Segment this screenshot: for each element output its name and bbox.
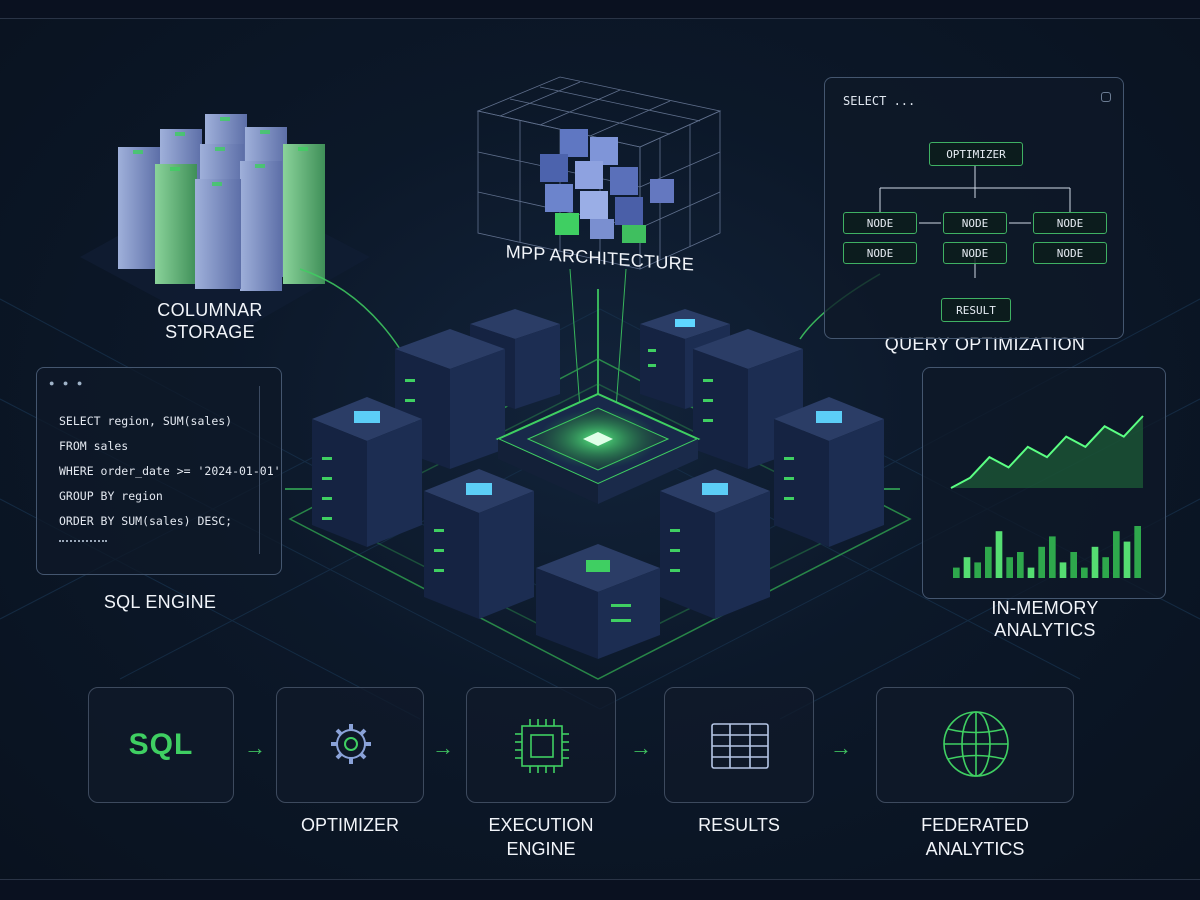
plan-node: NODE (843, 212, 917, 234)
chart-bar (1017, 552, 1024, 578)
server-cluster (312, 309, 884, 659)
pipeline-step-label: RESULTS (698, 815, 780, 835)
chip-icon (515, 719, 569, 773)
chart-bar (1038, 546, 1045, 578)
code-line: GROUP BY region (59, 489, 163, 503)
chart-bar (1102, 557, 1109, 578)
pipeline-federated-box (876, 687, 1074, 803)
plan-node: NODE (1033, 242, 1107, 264)
code-cursor (59, 540, 107, 542)
chart-bar (953, 567, 960, 578)
pipeline-step-label: OPTIMIZER (301, 815, 399, 835)
panel-menu-icon (1101, 92, 1111, 102)
query-plan-panel: SELECT ... OPTIMIZER NODE NODE NODE NODE… (824, 77, 1124, 339)
plan-node: NODE (1033, 212, 1107, 234)
code-line: FROM sales (59, 439, 129, 453)
arrow-icon: → (830, 735, 852, 760)
pipeline-execution-box (466, 687, 616, 803)
chart-bar (1006, 557, 1013, 578)
pipeline-optimizer-box (276, 687, 424, 803)
query-plan-connectors (879, 166, 1071, 278)
chart-bar (1049, 536, 1056, 578)
pipeline-sql-box: SQL (88, 687, 234, 803)
scene-graphics (0, 76, 1200, 720)
plan-node: NODE (843, 242, 917, 264)
query-select-text: SELECT ... (843, 94, 916, 108)
chart-bar (963, 557, 971, 578)
result-node: RESULT (941, 298, 1011, 322)
plan-node: NODE (943, 212, 1007, 234)
chart-area (951, 416, 1143, 488)
arrow-icon: → (630, 735, 652, 760)
chart-bar (1027, 567, 1035, 578)
columnar-storage-graphic (80, 114, 370, 337)
analytics-chart-panel (922, 367, 1166, 599)
chart-bar (1134, 526, 1141, 578)
pipeline-results-box (664, 687, 814, 803)
window-dots-icon: ● ● ● (49, 378, 86, 388)
globe-icon (943, 711, 1009, 777)
table-icon (711, 723, 769, 769)
optimizer-node: OPTIMIZER (929, 142, 1023, 166)
chart-bar (1059, 562, 1067, 578)
chart-bar (985, 546, 992, 578)
sql-engine-label: SQL ENGINE (103, 592, 217, 612)
chart-bar (1091, 546, 1099, 578)
query-optimization-label: QUERY OPTIMIZATION (884, 334, 1086, 354)
plan-node: NODE (943, 242, 1007, 264)
chart-bar (995, 531, 1003, 578)
arrow-icon: → (244, 735, 266, 760)
chart-bar (1123, 541, 1131, 578)
gear-icon (331, 724, 371, 764)
code-line: ORDER BY SUM(sales) DESC; (59, 514, 233, 528)
code-line: SELECT region, SUM(sales) (59, 414, 233, 428)
analytics-chart (950, 415, 1144, 578)
chart-bar (1113, 531, 1120, 578)
code-line: WHERE order_date >= '2024-01-01' (59, 464, 281, 478)
arrow-icon: → (432, 735, 454, 760)
chart-bar (1070, 552, 1077, 578)
sql-code-panel: ● ● ● SELECT region, SUM(sales) FROM sal… (36, 367, 282, 575)
mpp-cube-graphic (476, 76, 722, 270)
code-scrollbar (259, 386, 265, 554)
chart-line (950, 415, 1144, 489)
chart-bar (1081, 567, 1088, 578)
sql-icon: SQL (128, 728, 194, 761)
chart-bar (974, 562, 981, 578)
